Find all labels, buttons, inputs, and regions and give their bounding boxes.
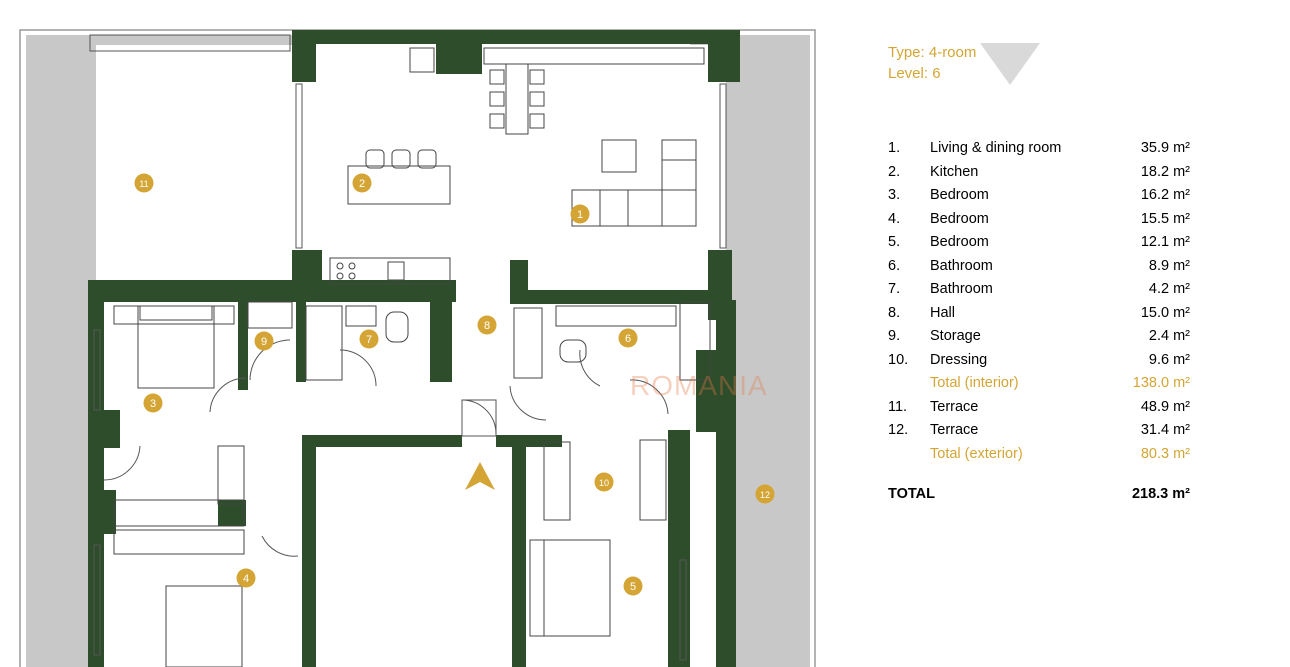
room-name: Storage [930,328,981,344]
room-number: 1. [888,140,901,156]
room-area: 4.2 m² [1148,281,1190,297]
room-name: Bedroom [930,210,989,227]
interior-floor [96,45,726,667]
room-name: Bedroom [930,187,989,203]
room-marker-6: 6 [618,328,638,348]
room-number: 4. [888,210,901,227]
room-name: Terrace [930,398,979,415]
room-marker-11: 11 [134,173,154,193]
room-number: 9. [888,328,901,344]
room-marker-7: 7 [359,329,379,349]
room-number: 8. [888,304,901,321]
room-area: 15.0 m² [1140,304,1190,321]
room-number: 7. [888,281,901,297]
room-row: 10. Dressing 9.6 m² [888,350,1208,374]
doors [103,339,669,557]
room-number: 10. [888,351,909,368]
room-number: 5. [888,234,901,250]
total-label: TOTAL [888,486,935,502]
total-row: TOTAL 218.3 m² [888,486,1190,502]
room-row: 9. Storage 2.4 m² [888,326,1208,350]
room-area: 8.9 m² [1148,257,1190,274]
room-marker-5: 5 [623,576,643,596]
room-marker-1: 1 [570,204,590,224]
room-row: 6. Bathroom 8.9 m² [888,256,1208,280]
room-area: 2.4 m² [1148,328,1190,344]
bathroom-fixtures [305,301,711,381]
room-name: Bathroom [930,257,993,274]
room-row: 1. Living & dining room 35.9 m² [888,138,1208,162]
room-number: 2. [888,163,901,180]
room-marker-label: 5 [630,581,636,593]
room-name: Bedroom [930,234,989,250]
room-marker-8: 8 [477,315,497,335]
room-marker-12: 12 [755,484,775,504]
room-marker-label: 10 [599,478,609,488]
room-row: Total (interior) 138.0 m² [888,373,1208,397]
room-name: Dressing [930,351,988,368]
room-marker-label: 3 [150,398,156,410]
room-name: Bathroom [930,281,993,297]
room-number: 12. [888,422,909,438]
room-number: 6. [888,257,901,274]
room-row: 2. Kitchen 18.2 m² [888,162,1208,186]
room-area: 35.9 m² [1140,140,1190,156]
room-area: 16.2 m² [1140,187,1190,203]
room-area: 138.0 m² [1132,375,1190,391]
room-name: Kitchen [930,163,979,180]
room-row: 12. Terrace 31.4 m² [888,420,1208,444]
room-marker-2: 2 [352,173,372,193]
room-marker-label: 2 [359,178,365,190]
room-area: 12.1 m² [1140,234,1190,250]
room-row: 3. Bedroom 16.2 m² [888,185,1208,209]
watermark: ROMANIA [630,370,768,401]
room-row: 7. Bathroom 4.2 m² [888,279,1208,303]
room-row: 5. Bedroom 12.1 m² [888,232,1208,256]
room-marker-4: 4 [236,568,256,588]
entrance-arrow-icon [465,462,495,490]
room-marker-label: 4 [243,573,249,585]
room-number: 3. [888,187,901,203]
room-name: Living & dining room [930,140,1062,156]
room-marker-10: 10 [594,472,614,492]
room-name: Total (exterior) [930,445,1023,462]
total-area: 218.3 m² [1131,486,1190,502]
room-marker-label: 1 [577,209,583,221]
room-area: 15.5 m² [1140,210,1190,227]
room-area: 31.4 m² [1140,422,1190,438]
room-row: Total (exterior) 80.3 m² [888,444,1208,468]
room-row: 4. Bedroom 15.5 m² [888,209,1208,233]
bedroom-furniture [113,301,667,667]
room-area-table: 1. Living & dining room 35.9 m² 2. Kitchen 18… [888,138,1208,467]
room-area: 80.3 m² [1140,445,1190,462]
kitchen-fixtures [329,47,451,285]
room-area: 48.9 m² [1140,398,1190,415]
room-marker-label: 8 [484,320,490,332]
room-marker-label: 7 [366,334,372,346]
room-marker-label: 11 [139,179,148,189]
room-number: 11. [888,398,908,415]
apartment-type: Type: 4-room [888,44,977,61]
room-name: Hall [930,304,955,321]
room-area: 9.6 m² [1148,351,1190,368]
room-marker-9: 9 [254,331,274,351]
room-row: 11. Terrace 48.9 m² [888,397,1208,421]
orientation-wedge-icon [980,43,1040,85]
apartment-info: Type: 4-room Level: 6 [888,42,1218,84]
living-furniture [483,47,705,227]
room-name: Terrace [930,422,979,438]
room-marker-label: 12 [760,490,770,500]
windows [89,34,727,661]
room-area: 18.2 m² [1140,163,1190,180]
room-marker-3: 3 [143,393,163,413]
apartment-level: Level: 6 [888,65,941,82]
room-row: 8. Hall 15.0 m² [888,303,1208,327]
room-name: Total (interior) [930,375,1019,391]
room-marker-label: 6 [625,333,631,345]
room-marker-label: 9 [261,336,267,348]
